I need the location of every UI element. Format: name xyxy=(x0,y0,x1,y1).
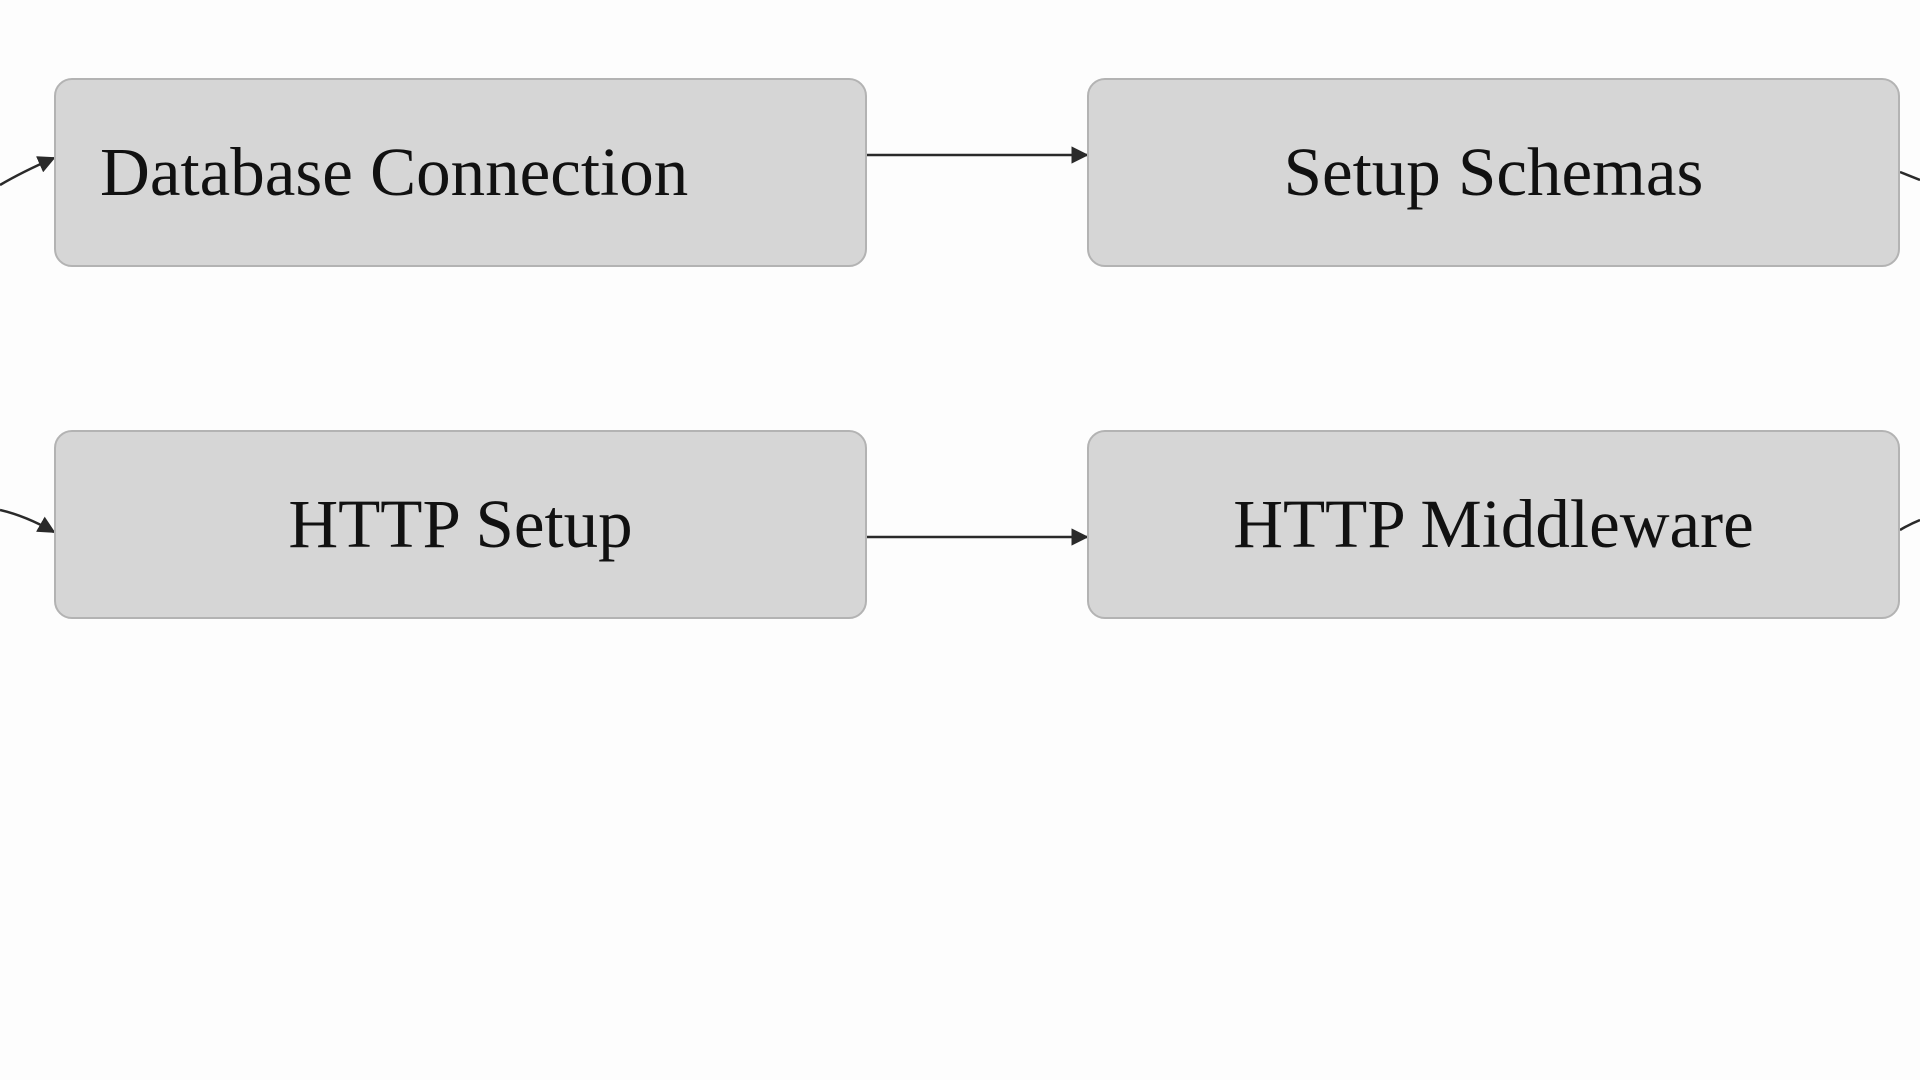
node-http-setup[interactable]: HTTP Setup xyxy=(54,430,867,619)
node-database-connection[interactable]: Database Connection xyxy=(54,78,867,267)
node-label: HTTP Setup xyxy=(288,486,633,562)
edge-incoming-database-connection xyxy=(0,156,56,187)
node-setup-schemas[interactable]: Setup Schemas xyxy=(1087,78,1900,267)
edge-incoming-http-setup xyxy=(0,508,56,534)
edge-outgoing-http-middleware xyxy=(1899,518,1920,532)
node-label: Setup Schemas xyxy=(1283,134,1704,210)
node-label: HTTP Middleware xyxy=(1233,486,1754,562)
node-http-middleware[interactable]: HTTP Middleware xyxy=(1087,430,1900,619)
edge-outgoing-setup-schemas xyxy=(1899,170,1920,182)
node-label: Database Connection xyxy=(100,134,689,210)
